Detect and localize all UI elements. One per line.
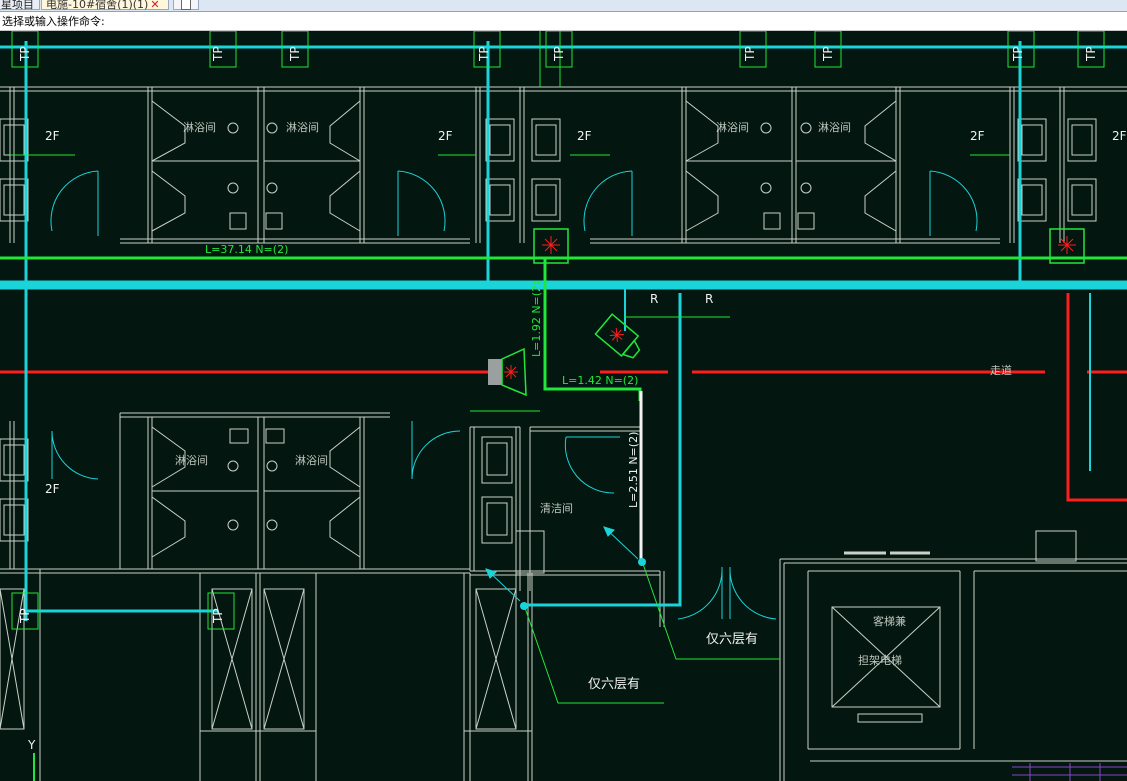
pipe-label-vertical-left: L=1.92 N=(2) [530, 281, 543, 357]
shower-room-label: 淋浴间 [716, 121, 749, 134]
shower-room-label: 淋浴间 [175, 454, 208, 467]
floor-label: 2F [577, 129, 592, 143]
walls-upper [0, 86, 1127, 244]
tp-label: TP [821, 46, 835, 62]
tp-label: TP [18, 608, 32, 624]
drawing-canvas[interactable]: TP TP TP TP TP TP TP TP [0, 31, 1127, 781]
floor-label: 2F [438, 129, 453, 143]
cyan-pipes [0, 41, 1127, 621]
shower-room-label: 淋浴间 [183, 121, 216, 134]
pipe-label-vertical-right: L=2.51 N=(2) [627, 432, 640, 508]
floor-label: 2F [45, 482, 60, 496]
elevator-label: 担架电梯 [858, 653, 902, 667]
tp-label: TP [1084, 46, 1098, 62]
junction-box-icon [1049, 228, 1085, 264]
note-label: 仅六层有 [588, 677, 640, 692]
r-label: R [650, 292, 658, 306]
walls-lower [0, 412, 1127, 781]
tp-label: TP [211, 46, 225, 62]
tab-drawing[interactable]: 电施-10#宿舍(1)(1)✕ [41, 0, 169, 11]
pipe-node [638, 558, 646, 566]
r-label: R [705, 292, 713, 306]
tp-label: TP [477, 46, 491, 62]
floor-label: 2F [1112, 129, 1127, 143]
new-document-icon [181, 0, 191, 10]
title-block-fragment [1012, 763, 1127, 781]
floor-label: 2F [45, 129, 60, 143]
shower-room-label: 淋浴间 [286, 121, 319, 134]
camera-icon [594, 313, 641, 359]
room-labels: 2F 2F 2F 2F 2F 2F 淋浴间 淋浴间 淋浴间 淋浴间 淋浴间 淋浴… [27, 121, 1127, 752]
tab-project[interactable]: 星项目 [0, 0, 40, 11]
corridor-label: 走道 [990, 363, 1012, 377]
cleaning-room-label: 清洁间 [540, 502, 573, 515]
red-lines [0, 293, 1127, 502]
camera-icon [488, 347, 527, 397]
pipe-label-main: L=37.14 N=(2) [205, 243, 288, 256]
axis-y-label: Y [27, 738, 36, 752]
tp-boxes: TP TP TP TP TP TP TP TP [11, 31, 1105, 630]
door-arcs-lower [51, 421, 777, 620]
leader-arrows [485, 526, 639, 602]
document-tab-bar: 星项目 电施-10#宿舍(1)(1)✕ [0, 0, 1127, 12]
tp-label: TP [288, 46, 302, 62]
tab-project-label: 星项目 [1, 0, 34, 11]
tp-label: TP [552, 46, 566, 62]
pipe-node [520, 602, 528, 610]
command-prompt: 选择或输入操作命令: [2, 15, 105, 28]
elevator-label: 客梯兼 [873, 614, 906, 628]
tab-drawing-label: 电施-10#宿舍(1)(1) [46, 0, 149, 11]
new-tab-button[interactable] [173, 0, 199, 10]
floor-label: 2F [970, 129, 985, 143]
shower-room-label: 淋浴间 [818, 121, 851, 134]
tp-label: TP [1011, 46, 1025, 62]
pipe-labels: L=37.14 N=(2) L=1.92 N=(2) L=1.42 N=(2) … [205, 243, 640, 508]
close-icon[interactable]: ✕ [150, 0, 160, 11]
pipe-label-short: L=1.42 N=(2) [562, 374, 638, 387]
shower-room-label: 淋浴间 [295, 454, 328, 467]
tp-label: TP [211, 608, 225, 624]
canvas-background [0, 31, 1127, 781]
note-label: 仅六层有 [706, 632, 758, 647]
door-arcs-upper [50, 170, 978, 236]
tp-label: TP [18, 46, 32, 62]
tp-label: TP [743, 46, 757, 62]
command-line[interactable]: 选择或输入操作命令: [0, 12, 1127, 31]
junction-box-icon [533, 228, 569, 264]
